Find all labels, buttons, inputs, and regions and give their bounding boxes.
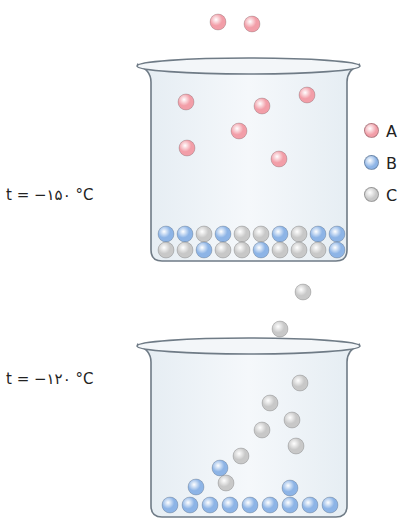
beaker <box>137 338 360 517</box>
particle <box>178 94 194 110</box>
legend-swatch <box>364 123 379 138</box>
particle <box>329 226 345 242</box>
particle <box>212 460 228 476</box>
particle <box>253 226 269 242</box>
legend-swatch <box>364 187 379 202</box>
particle <box>234 242 250 258</box>
particle <box>322 497 338 513</box>
legend-swatch <box>364 155 379 170</box>
legend-label: C <box>386 186 397 205</box>
particle <box>291 226 307 242</box>
particle <box>231 123 247 139</box>
particle <box>158 242 174 258</box>
particles <box>158 14 345 513</box>
particle <box>295 284 311 300</box>
particle <box>202 497 218 513</box>
particle <box>302 497 318 513</box>
particle <box>196 242 212 258</box>
particle <box>242 497 258 513</box>
particle <box>329 242 345 258</box>
particle <box>272 226 288 242</box>
particle <box>222 497 238 513</box>
particle <box>188 479 204 495</box>
particle <box>253 242 269 258</box>
particle <box>299 87 315 103</box>
particle <box>310 242 326 258</box>
particle <box>310 226 326 242</box>
particle <box>210 14 226 30</box>
legend-label: B <box>386 154 397 173</box>
temperature-label: t = −۱۵۰ °C <box>6 186 93 204</box>
particle <box>162 497 178 513</box>
particle <box>215 242 231 258</box>
particle <box>291 242 307 258</box>
particle <box>282 497 298 513</box>
temperature-label: t = −۱۲۰ °C <box>6 370 93 388</box>
particle <box>254 98 270 114</box>
particle <box>284 412 300 428</box>
particle <box>272 321 288 337</box>
particle <box>272 242 288 258</box>
particle <box>218 475 234 491</box>
particle <box>182 497 198 513</box>
particle <box>196 226 212 242</box>
particle <box>179 140 195 156</box>
legend-label: A <box>386 122 397 141</box>
particle <box>262 395 278 411</box>
particle <box>288 438 304 454</box>
particle <box>244 16 260 32</box>
particle <box>233 448 249 464</box>
particle <box>234 226 250 242</box>
particle <box>215 226 231 242</box>
particle <box>254 422 270 438</box>
particle <box>292 375 308 391</box>
particle <box>177 242 193 258</box>
beaker <box>137 58 360 261</box>
particle <box>158 226 174 242</box>
particle <box>262 497 278 513</box>
particle <box>177 226 193 242</box>
particle <box>271 151 287 167</box>
particle <box>282 480 298 496</box>
